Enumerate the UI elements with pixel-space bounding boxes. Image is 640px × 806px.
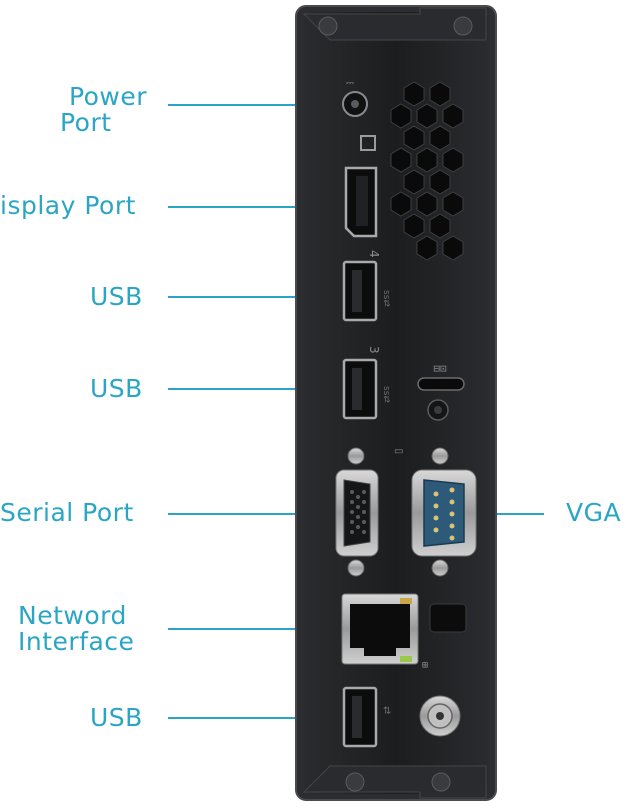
network-interface-connector: ⊞ [341, 593, 428, 671]
label-serial-port: Serial Port [0, 498, 134, 527]
svg-text:⊟⊡: ⊟⊡ [433, 362, 446, 375]
label-network-interface: Netword Interface [18, 603, 134, 655]
leader-usb-middle [168, 388, 344, 390]
vga-port-connector [411, 447, 477, 577]
label-network-line2: Interface [18, 627, 135, 656]
antenna-connector [419, 695, 461, 737]
label-power-line1: Power [68, 82, 148, 111]
svg-text:⇄: ⇄ [381, 706, 392, 714]
usb-port-top: 4 ss⇄ [342, 250, 391, 322]
usb-top-number: 4 [367, 250, 381, 258]
label-vga: VGA [566, 498, 622, 527]
leader-usb-bottom [168, 717, 344, 719]
leader-network [168, 628, 344, 630]
leader-serial [168, 513, 336, 515]
chassis-latch [429, 603, 467, 633]
leader-vga [478, 513, 544, 515]
svg-text:⊞: ⊞ [422, 660, 428, 671]
usb-port-middle: 3 ss⇄ [342, 346, 391, 420]
serial-port-connector: ▭ [335, 446, 403, 577]
leader-display [168, 206, 344, 208]
display-port-connector [344, 135, 378, 238]
label-power-line2: Port [60, 108, 112, 137]
power-port: ⎓ [342, 78, 368, 117]
leader-usb-top [168, 296, 344, 298]
label-network-line1: Netword [18, 601, 127, 630]
label-power-port: Power Port [58, 84, 158, 136]
svg-text:▭: ▭ [394, 446, 403, 457]
label-display-port: isplay Port [0, 191, 136, 220]
usb-middle-number: 3 [367, 346, 381, 354]
label-usb-bottom: USB [90, 703, 143, 732]
ventilation-grille [390, 81, 464, 261]
leader-power [168, 104, 340, 106]
svg-text:ss⇄: ss⇄ [381, 386, 391, 403]
svg-text:ss⇄: ss⇄ [381, 290, 391, 307]
svg-text:⎓: ⎓ [346, 78, 354, 89]
kensington-lock-slot: ⊟⊡ [417, 362, 465, 421]
label-usb-top: USB [90, 282, 143, 311]
label-usb-middle: USB [90, 374, 143, 403]
usb-port-bottom: ⇄ [342, 686, 392, 748]
